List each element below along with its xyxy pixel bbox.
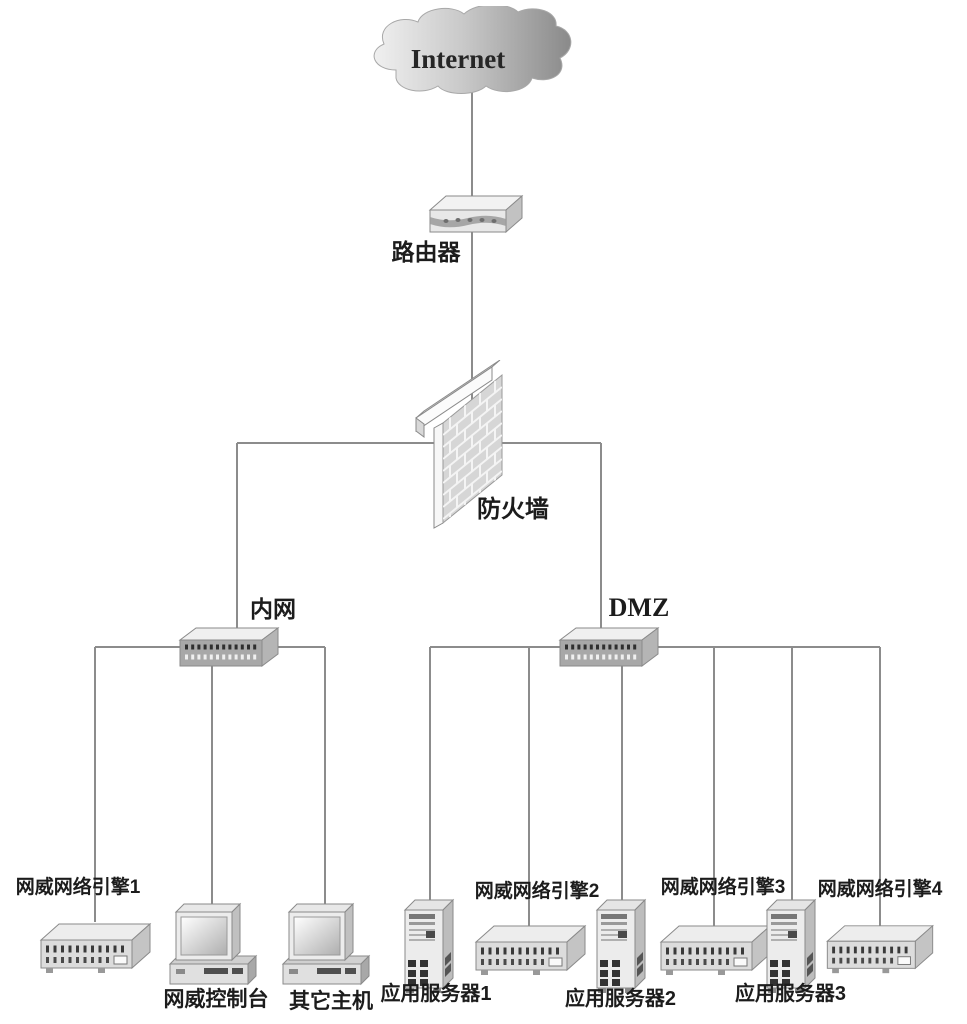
- intranet-switch-label: 内网: [250, 596, 296, 622]
- app-server3-icon: [765, 898, 817, 993]
- internet-cloud-icon: Internet: [373, 4, 572, 94]
- app-server1-icon: [403, 898, 455, 993]
- other-host-label: 其它主机: [289, 990, 373, 1013]
- internet-label: Internet: [411, 44, 505, 74]
- node-console: [166, 902, 258, 995]
- node-engine1: [38, 918, 153, 983]
- dmz-switch-icon: [558, 627, 660, 667]
- node-other-host: [279, 902, 371, 995]
- engine4-icon: [826, 924, 934, 974]
- node-dmz-switch: [556, 624, 662, 677]
- console-label: 网威控制台: [163, 988, 269, 1011]
- app-server2-label: 应用服务器2: [564, 988, 677, 1010]
- node-firewall: [412, 359, 516, 540]
- console-icon: [168, 902, 258, 986]
- node-app-server1: [401, 898, 459, 1002]
- node-engine3: [658, 920, 773, 985]
- firewall-icon: [415, 359, 503, 529]
- node-engine4: [824, 920, 936, 983]
- engine2-icon: [474, 924, 587, 975]
- intranet-switch-icon: [178, 627, 280, 667]
- node-app-server3: [763, 898, 821, 1002]
- engine1-icon: [39, 922, 152, 973]
- node-intranet-switch: [176, 624, 282, 677]
- app-server2-icon: [595, 898, 647, 993]
- app-server1-label: 应用服务器1: [380, 983, 492, 1005]
- engine3-icon: [659, 924, 772, 975]
- engine2-label: 网威网络引擎2: [474, 881, 600, 902]
- other-host-icon: [281, 902, 371, 986]
- engine4-label: 网威网络引擎4: [817, 879, 943, 900]
- node-app-server2: [593, 898, 651, 1002]
- app-server3-label: 应用服务器3: [734, 983, 847, 1005]
- engine1-label: 网威网络引擎1: [15, 877, 141, 898]
- router-icon: [428, 194, 524, 234]
- node-engine2: [473, 920, 588, 985]
- router-label: 路由器: [391, 239, 461, 265]
- dmz-switch-label: DMZ: [608, 593, 670, 622]
- engine3-label: 网威网络引擎3: [660, 877, 786, 898]
- node-router: [428, 192, 524, 243]
- node-internet: Internet: [360, 4, 574, 103]
- firewall-label: 防火墙: [477, 496, 549, 523]
